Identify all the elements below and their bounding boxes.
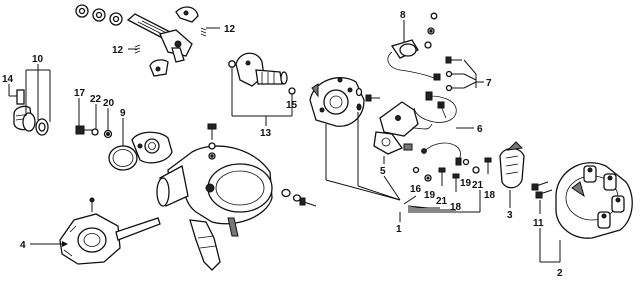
callout-7: 7 — [486, 78, 492, 89]
cap-screw-part — [531, 181, 553, 199]
callout-14: 14 — [2, 74, 14, 85]
callout-12-upper: 12 — [224, 24, 236, 35]
callout-labels: 12 12 10 14 17 22 20 9 4 13 15 8 7 6 5 1… — [2, 10, 563, 279]
callout-17: 17 — [74, 88, 86, 99]
distributor-housing-part — [156, 145, 273, 271]
callout-8: 8 — [400, 10, 406, 21]
callout-5: 5 — [380, 166, 386, 177]
terminal-hardware-part — [412, 157, 492, 192]
callout-9: 9 — [120, 108, 126, 119]
callout-2: 2 — [557, 268, 563, 279]
callout-21-right: 21 — [472, 180, 484, 191]
callout-20: 20 — [103, 98, 115, 109]
callout-13: 13 — [260, 128, 272, 139]
callout-16: 16 — [410, 184, 422, 195]
callout-10: 10 — [32, 54, 44, 65]
vacuum-advance-part — [59, 197, 161, 265]
callout-21-left: 21 — [436, 196, 448, 207]
callout-18-left: 18 — [450, 202, 462, 213]
condenser-screw-part — [424, 12, 464, 92]
shaft-assembly-part — [75, 4, 193, 63]
contact-point-part — [373, 101, 433, 155]
lead-wire-part — [413, 91, 457, 123]
callout-4: 4 — [20, 240, 26, 251]
callout-6: 6 — [477, 124, 483, 135]
flange-plate-part — [131, 131, 173, 164]
advance-arm-part — [228, 52, 296, 95]
side-screw-part — [281, 188, 317, 207]
rotor-part — [499, 141, 525, 189]
drive-gear-part — [13, 89, 49, 136]
callout-19-right: 19 — [460, 178, 472, 189]
housing-screw-part — [207, 123, 217, 160]
callout-22: 22 — [90, 94, 102, 105]
callout-12-lower: 12 — [112, 45, 124, 56]
callout-11: 11 — [533, 218, 544, 229]
breaker-plate-part — [309, 77, 380, 127]
callout-3: 3 — [507, 210, 513, 221]
callout-18-right: 18 — [484, 190, 496, 201]
distributor-cap-part — [555, 162, 633, 239]
leader-lines — [8, 20, 561, 263]
condenser-part — [387, 39, 441, 81]
ground-wire-part — [421, 142, 462, 166]
small-hardware-part — [75, 125, 113, 139]
governor-weight-part — [134, 6, 207, 77]
gasket-ring-part — [108, 145, 138, 171]
callout-1: 1 — [396, 224, 402, 235]
callout-15: 15 — [286, 100, 298, 111]
callout-19-left: 19 — [424, 190, 436, 201]
